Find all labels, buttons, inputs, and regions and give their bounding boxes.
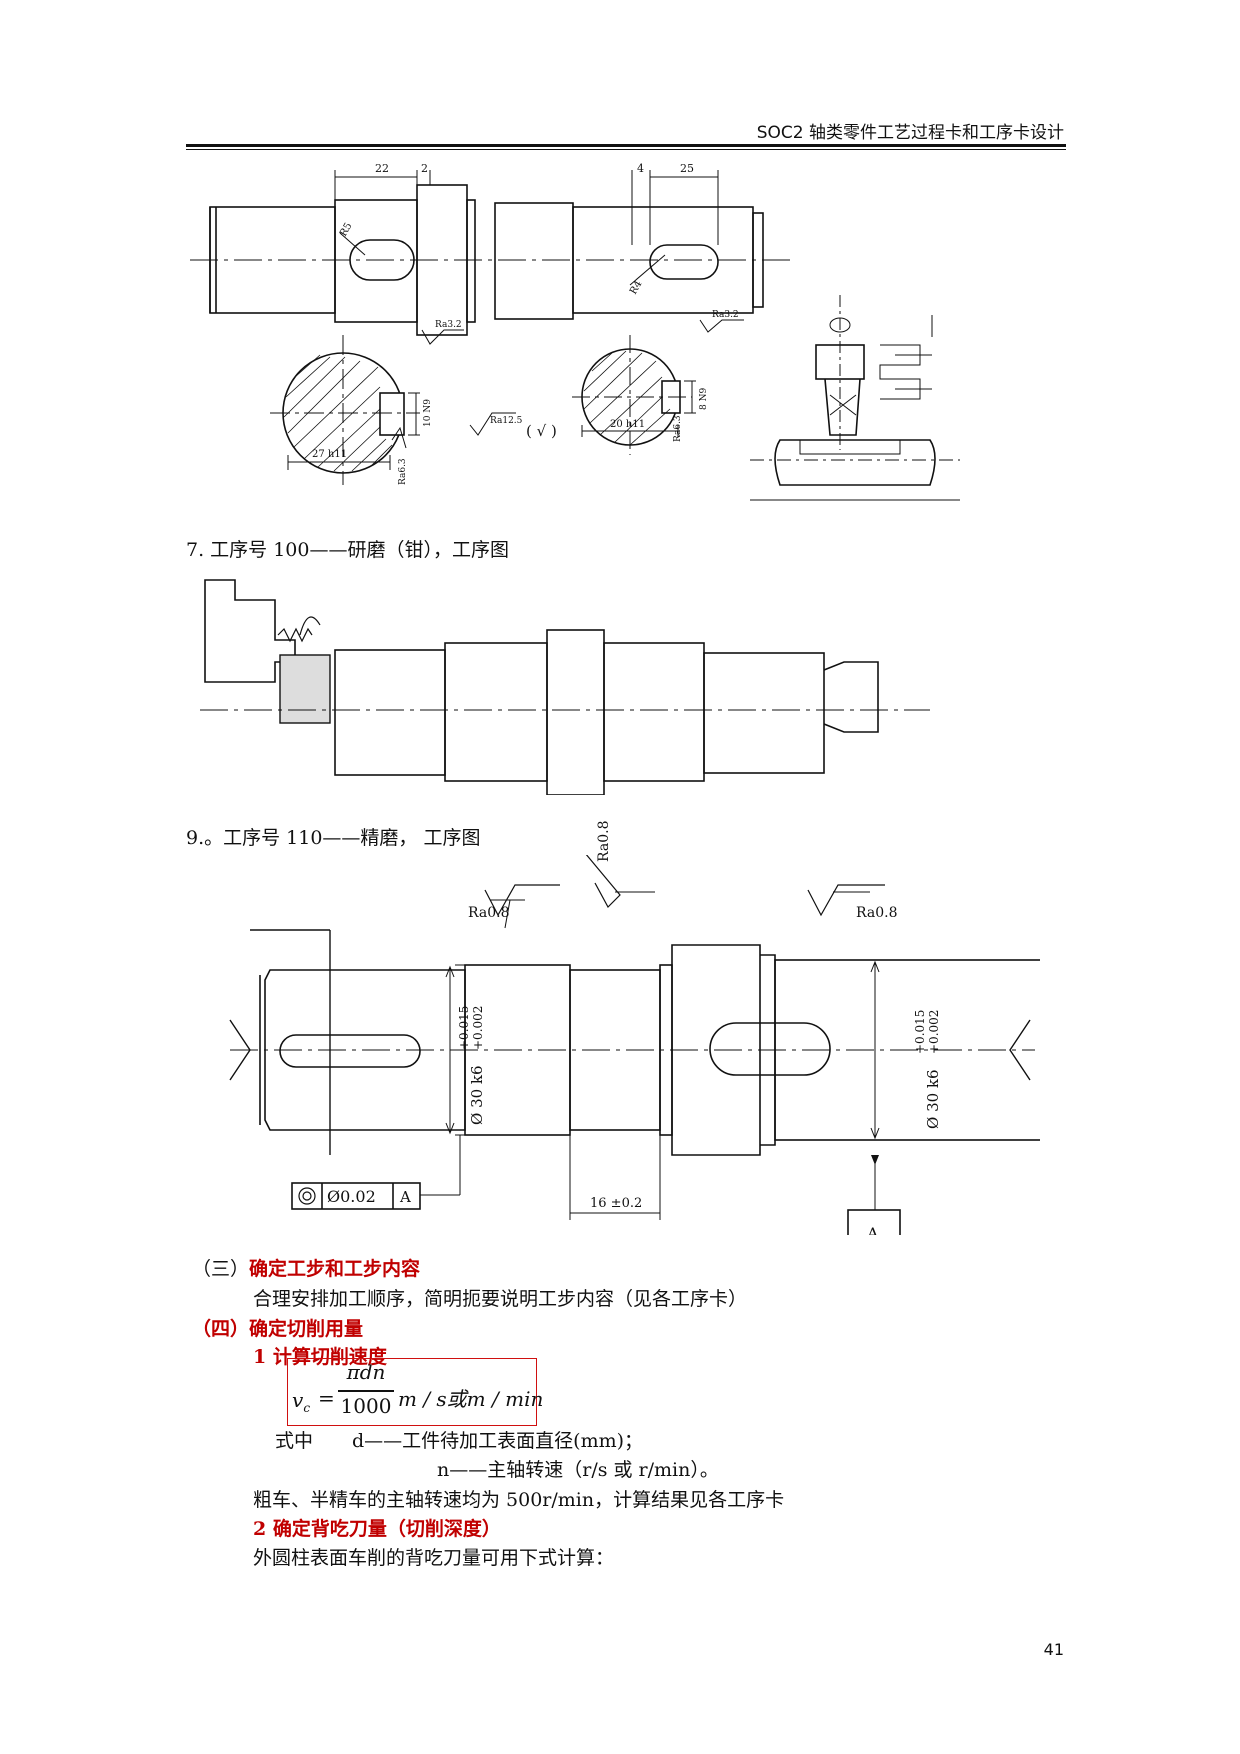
where-lead: 式中: [275, 1430, 314, 1452]
center-left: [229, 1019, 251, 1081]
header-rule-thin: [186, 149, 1066, 150]
section-right-ra-side: Ra6.3: [673, 415, 683, 442]
section-4-title: 确定切削用量: [249, 1318, 364, 1340]
formula-numerator: πdn: [346, 1360, 386, 1384]
dia-left-label: Ø 30 k6: [468, 1065, 486, 1125]
tol-upper-left: +0.015: [457, 1006, 471, 1050]
formula-units: m / s或m / min: [398, 1387, 544, 1411]
center-right: [1009, 1019, 1031, 1081]
tol-lower-left: +0.002: [471, 1006, 485, 1050]
radius-left-label: R5: [338, 221, 354, 239]
sub-1-heading: 1 计算切削速度: [253, 1346, 387, 1368]
ra-symbol-c: [807, 884, 885, 917]
lapping-tool-holder: [204, 579, 296, 683]
section-left: [270, 329, 464, 485]
header-rule-thick: [186, 144, 1066, 147]
where-d: d——工件待加工表面直径(mm)；: [352, 1430, 644, 1452]
general-ra-label: Ra12.5: [490, 416, 523, 426]
keyway-left-3: [279, 1034, 421, 1068]
general-ra-bracket-check: ( √ ): [526, 422, 557, 440]
spring: [277, 627, 313, 643]
dim-25: 25: [680, 162, 694, 175]
section-right-ra-top: Ra3.2: [712, 310, 739, 320]
feature-control-frame: [291, 1182, 421, 1210]
ra-label-b-text: Ra0.8: [596, 820, 612, 862]
dim-2: 2: [421, 162, 428, 175]
tol-lower-right: +0.002: [927, 1010, 941, 1054]
dia-right-label: Ø 30 k6: [924, 1069, 942, 1129]
section-4-number: （四）: [192, 1318, 250, 1340]
caption-process-100: 7. 工序号 100——研磨（钳），工序图: [186, 539, 509, 561]
section-4-heading: （四）确定切削用量: [192, 1314, 363, 1341]
section-3-body: 合理安排加工顺序，简明扼要说明工步内容（见各工序卡）: [253, 1288, 748, 1310]
running-header: SOC2 轴类零件工艺过程卡和工序卡设计: [756, 123, 1064, 143]
datum-box: [847, 1209, 901, 1235]
section-left-ra-side: Ra6.3: [398, 458, 408, 485]
radius-right-label: R4: [628, 279, 644, 297]
fcf-datum: A: [399, 1188, 411, 1206]
finish-grinding-drawing: Ra0.8 Ra0.8 Ø 30 k6 +0.015 +0.002 Ø 30 k…: [229, 855, 1040, 1235]
milling-cutter-sketch: [750, 295, 960, 501]
dim-4: 4: [637, 162, 644, 175]
paragraph-depth-formula: 外圆柱表面车削的背吃刀量可用下式计算：: [253, 1547, 615, 1569]
tol-upper-right: +0.015: [913, 1010, 927, 1054]
keyway-right-3: [709, 1022, 831, 1076]
keyway-right: [649, 244, 719, 280]
formula-denominator: 1000: [340, 1394, 392, 1418]
formula-box: [287, 1358, 537, 1426]
section-3-title: 确定工步和工步内容: [249, 1258, 421, 1280]
page-number: 41: [1043, 1640, 1064, 1659]
paragraph-spindle-speed: 粗车、半精车的主轴转速均为 500r/min，计算结果见各工序卡: [253, 1489, 785, 1511]
lapping-drawing: [200, 579, 930, 795]
section-right-depth: 8 N9: [699, 388, 709, 410]
formula-fraction-bar: [338, 1390, 394, 1392]
section-3-heading: （三）确定工步和工步内容: [192, 1254, 420, 1281]
sub-2-heading: 2 确定背吃刀量（切削深度）: [253, 1518, 501, 1540]
ra-symbol-a: [484, 884, 560, 917]
section-left-width: 27 h11: [312, 449, 347, 460]
where-n: n——主轴转速（r/s 或 r/min）。: [437, 1459, 719, 1481]
section-left-ra-top: Ra3.2: [435, 320, 462, 330]
dim-22: 22: [375, 162, 389, 175]
section-3-number: （三）: [192, 1258, 250, 1280]
datum-label: A: [866, 1224, 879, 1235]
lapping-stone: [279, 654, 331, 724]
ra-label-a: Ra0.8: [468, 905, 509, 921]
ra-label-c: Ra0.8: [856, 905, 897, 921]
formula-eq: =: [318, 1386, 335, 1410]
shaft-section-1: [334, 649, 446, 776]
section-right-width: 20 h11: [610, 419, 645, 430]
keyway-milling-drawing: 22 2 4 25 R5 R4 27 h11 10 N9 Ra3.2: [190, 162, 960, 501]
dimension-lines: [334, 170, 719, 286]
roughness-symbol: [469, 412, 516, 436]
ra-symbol-b: [585, 855, 621, 908]
section-left-depth: 10 N9: [423, 399, 433, 427]
keyway-left: [349, 239, 415, 281]
section-right: [572, 319, 744, 455]
formula-lhs: vc: [292, 1388, 311, 1415]
caption-process-110: 9.。工序号 110——精磨， 工序图: [186, 827, 481, 849]
fcf-value: Ø0.02: [327, 1187, 376, 1206]
length-dim-label: 16 ±0.2: [590, 1196, 642, 1211]
